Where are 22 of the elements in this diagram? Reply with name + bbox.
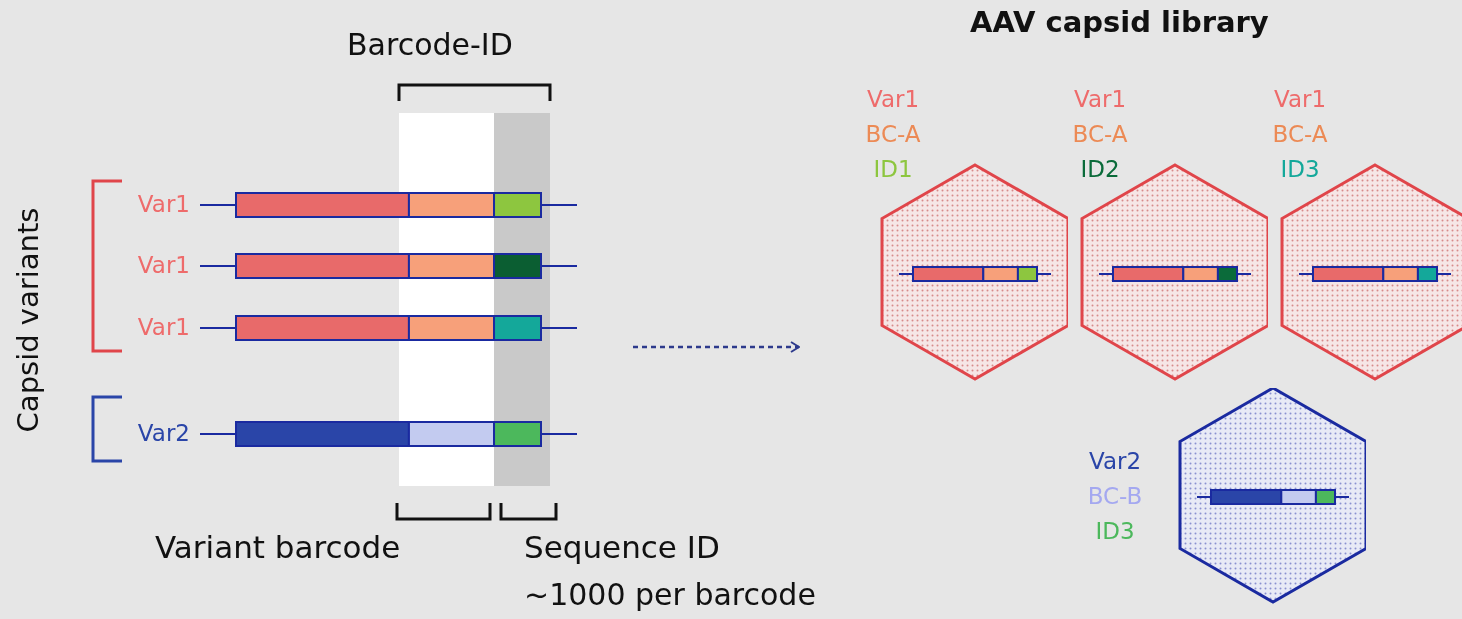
barcode-label: BC-A: [865, 123, 921, 146]
id-label: ID2: [1080, 158, 1120, 181]
barcode-label: BC-A: [1272, 123, 1328, 146]
variant-label: Var1: [137, 254, 190, 277]
barcode-label: BC-B: [1087, 485, 1143, 508]
variant-label: Var1: [866, 88, 920, 111]
variant-label: Var2: [1088, 450, 1142, 473]
caption-text: Barcode-ID: [347, 30, 513, 60]
variant-label: Var1: [137, 316, 190, 339]
caption-text: Sequence ID: [524, 532, 720, 563]
variant-label: Var1: [1273, 88, 1327, 111]
axis-title: Capsid variants: [13, 207, 43, 433]
variant-label: Var1: [137, 193, 190, 216]
caption-text: ~1000 per barcode: [524, 580, 816, 610]
title: AAV capsid library: [970, 8, 1269, 37]
id-label: ID3: [1095, 520, 1135, 543]
id-label: ID3: [1280, 158, 1320, 181]
caption-text: Variant barcode: [155, 532, 401, 563]
barcode-label: BC-A: [1072, 123, 1128, 146]
variant-label: Var2: [137, 422, 190, 445]
id-label: ID1: [873, 158, 913, 181]
variant-label: Var1: [1073, 88, 1127, 111]
